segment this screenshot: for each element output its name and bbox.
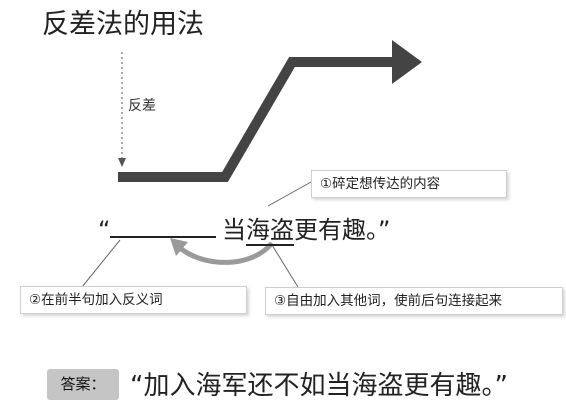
leader-line-2: [81, 239, 121, 288]
open-quote: “: [98, 216, 111, 244]
page-title: 反差法的用法: [42, 9, 204, 40]
gap-arrow-head: [118, 158, 126, 167]
sentence-underlined-word: 海盗: [246, 216, 294, 246]
example-sentence: “ 当海盗更有趣。”: [98, 210, 391, 246]
curved-arrow: [178, 241, 274, 265]
answer-text: “加入海军还不如当海盗更有趣。”: [130, 371, 508, 401]
callout-step-2: ②在前半句加入反义词: [20, 286, 247, 314]
callout-step-3: ③自由加入其他词，使前后句连接起来: [265, 287, 563, 315]
leader-line-3: [271, 244, 299, 288]
blank-line: [110, 214, 216, 238]
step-arrow-head: [392, 40, 422, 84]
sentence-pre: 当: [222, 216, 246, 244]
curved-arrow-head: [170, 238, 188, 256]
step-line: [118, 57, 395, 182]
sentence-post: 更有趣。”: [294, 216, 391, 244]
leader-line-1: [267, 181, 312, 207]
answer-tag: 答案：: [47, 369, 119, 400]
callout-step-1: ①碎定想传达的内容: [311, 170, 507, 198]
gap-label: 反差: [128, 98, 156, 114]
